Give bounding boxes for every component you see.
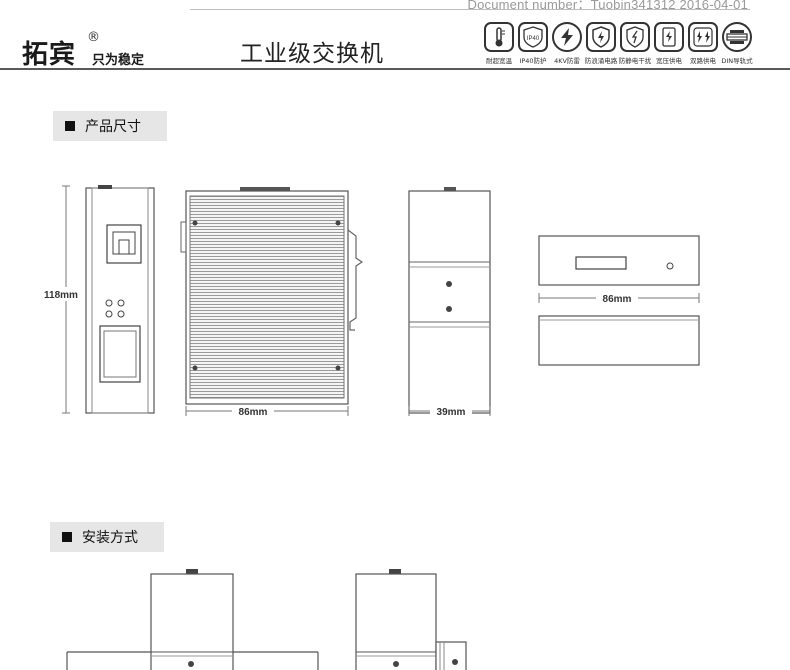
section-header-dimensions: 产品尺寸	[53, 111, 167, 141]
section-header-installation: 安装方式	[50, 522, 164, 552]
section-bullet	[62, 532, 72, 542]
feature-label: 防浪涌电路	[584, 57, 618, 65]
top-depth-dimension-label: 86mm	[603, 294, 632, 305]
side-view-drawing: 86mm	[180, 187, 364, 418]
bottom-view-drawing	[538, 315, 700, 366]
led-indicator-icon	[105, 299, 113, 307]
static-shield-icon	[620, 22, 650, 52]
section-title: 安装方式	[82, 530, 138, 546]
din-rail-icon	[722, 22, 752, 52]
section-title: 产品尺寸	[85, 119, 141, 135]
wide-voltage-icon	[654, 22, 684, 52]
feature-label: 耐超宽温	[486, 57, 512, 65]
registered-mark: ®	[87, 30, 100, 45]
depth-dimension-label: 86mm	[239, 407, 268, 418]
brand-logo: 拓宾	[22, 40, 77, 70]
surge-shield-icon	[586, 22, 616, 52]
product-title: 工业级交换机	[240, 41, 384, 67]
rear-view-drawing: 39mm	[408, 187, 491, 418]
ip40-shield-icon: IP40	[518, 22, 548, 52]
installation-drawing-left	[66, 569, 319, 670]
feature-label: 4KV防雷	[554, 57, 580, 65]
installation-drawing-right	[355, 569, 467, 670]
led-indicator-icon	[117, 310, 125, 318]
rj45-port-icon	[106, 224, 142, 264]
height-dimension-label: 118mm	[44, 290, 78, 301]
dual-power-icon	[688, 22, 718, 52]
feature-label: 双路供电	[690, 57, 716, 65]
brand-slogan: 只为稳定	[92, 53, 145, 68]
feature-lightning: 4KV防雷	[550, 22, 584, 65]
top-view-drawing: 86mm	[538, 235, 700, 305]
feature-label: 宽压供电	[656, 57, 682, 65]
feature-din-rail: DIN导轨式	[720, 22, 754, 65]
feature-surge: 防浪涌电路	[584, 22, 618, 65]
led-indicator-icon	[105, 310, 113, 318]
feature-ip40: IP40 IP40防护	[516, 22, 550, 65]
feature-static: 防静电干扰	[618, 22, 652, 65]
section-bullet	[65, 121, 75, 131]
feature-label: 防静电干扰	[618, 57, 652, 65]
header-divider	[0, 68, 790, 70]
lightning-icon	[552, 22, 582, 52]
ip40-badge-text: IP40	[527, 36, 540, 42]
top-divider	[190, 9, 750, 10]
thermometer-icon	[484, 22, 514, 52]
feature-label: IP40防护	[519, 57, 547, 65]
feature-wide-voltage: 宽压供电	[652, 22, 686, 65]
led-indicator-icon	[117, 299, 125, 307]
width-dimension-label: 39mm	[437, 407, 466, 418]
feature-dual-power: 双路供电	[686, 22, 720, 65]
feature-label: DIN导轨式	[721, 57, 753, 65]
fiber-port-icon	[99, 325, 141, 383]
feature-wide-temperature: 耐超宽温	[482, 22, 516, 65]
front-view-drawing: 118mm	[40, 185, 155, 414]
